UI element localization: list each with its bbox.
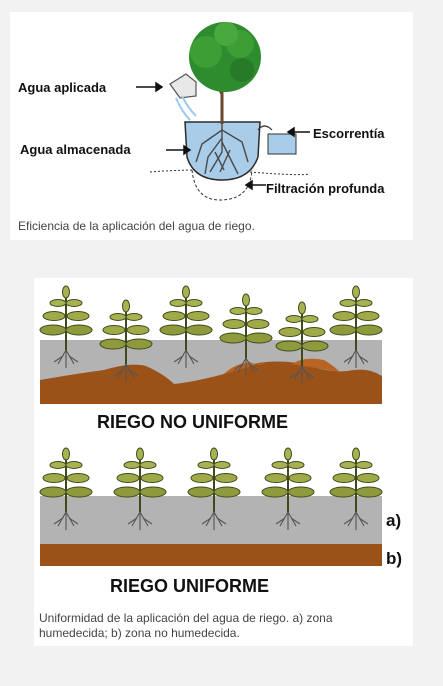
- figure-efficiency-panel: Agua aplicada Agua almacenada Escorrentí…: [10, 12, 413, 240]
- label-applied-water: Agua aplicada: [18, 80, 107, 95]
- tree-roots: [195, 112, 249, 175]
- watering-can-icon: [169, 73, 197, 121]
- arrow-icon: [136, 81, 310, 191]
- runoff-container: [257, 125, 297, 155]
- ground-line: [149, 169, 311, 176]
- figure-uniformity-caption: Uniformidad de la aplicación del agua de…: [39, 611, 333, 641]
- caption-line-2: humedecida; b) zona no humedecida.: [39, 626, 240, 640]
- efficiency-diagram: Agua aplicada Agua almacenada Escorrentí…: [18, 22, 385, 201]
- title-nonuniform: RIEGO NO UNIFORME: [97, 412, 288, 432]
- label-runoff: Escorrentía: [313, 126, 385, 141]
- uniformity-diagram: RIEGO NO UNIFORME a) b) RIEGO UNIFORME: [39, 285, 402, 596]
- figure-efficiency-caption: Eficiencia de la aplicación del agua de …: [18, 219, 255, 233]
- caption-line-1: Uniformidad de la aplicación del agua de…: [39, 611, 333, 625]
- label-deep-filtration: Filtración profunda: [266, 181, 385, 196]
- label-a: a): [386, 511, 401, 530]
- uniform-dry-zone: [40, 544, 382, 566]
- label-b: b): [386, 549, 402, 568]
- title-uniform: RIEGO UNIFORME: [110, 576, 269, 596]
- deep-filtration-zone: [191, 169, 253, 201]
- uniform-wet-zone: [40, 496, 382, 544]
- figure-uniformity-panel: RIEGO NO UNIFORME a) b) RIEGO UNIFORME U…: [34, 278, 413, 646]
- tree-icon: [189, 22, 261, 92]
- label-stored-water: Agua almacenada: [20, 142, 131, 157]
